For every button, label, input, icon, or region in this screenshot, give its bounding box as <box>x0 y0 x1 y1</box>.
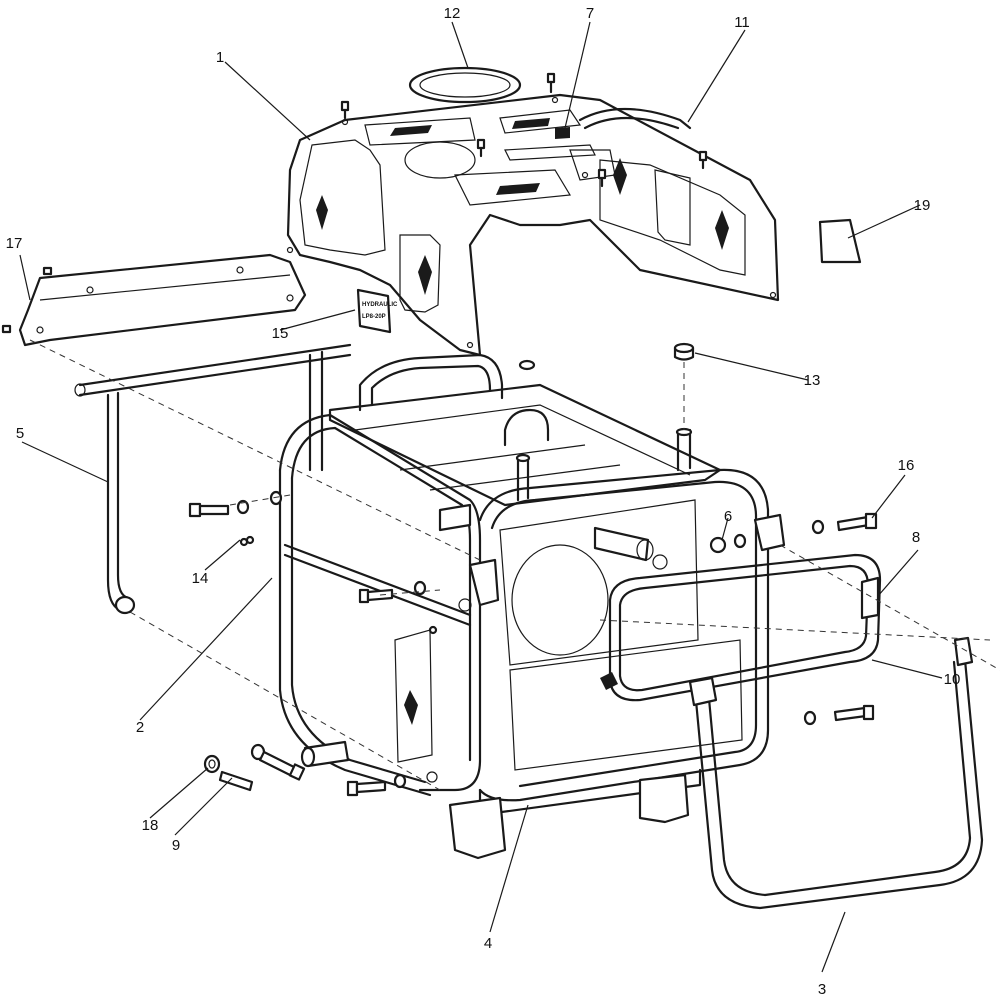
shroud-bolt <box>340 100 350 120</box>
filler-ring <box>408 66 522 104</box>
plug-cap <box>673 342 695 361</box>
callout-8: 8 <box>912 529 920 546</box>
callout-12: 12 <box>444 5 461 22</box>
callout-2: 2 <box>136 719 144 736</box>
callout-1: 1 <box>216 49 224 66</box>
callout-6: 6 <box>724 508 732 525</box>
blank-decal <box>818 218 862 264</box>
callout-17: 17 <box>6 235 23 252</box>
decal-line1: HYDRAULIC <box>362 302 398 308</box>
shroud-bolt <box>546 72 556 94</box>
rear-handle <box>74 343 352 615</box>
shroud-bolt <box>698 150 708 170</box>
decal-line2: LP8-20P <box>362 314 386 320</box>
front-handle <box>688 636 984 910</box>
fastener-bolt-front-low <box>803 704 875 726</box>
main-frame <box>278 353 786 860</box>
fastener-washer-18 <box>203 754 221 774</box>
callout-3: 3 <box>818 981 826 998</box>
callout-11: 11 <box>734 14 750 31</box>
callout-7: 7 <box>586 5 594 22</box>
tag-plate <box>860 576 880 620</box>
callout-16: 16 <box>898 457 915 474</box>
fastener-bolt-left <box>188 490 283 518</box>
fastener-pin-14 <box>239 535 255 547</box>
callout-labels: 1 2 3 4 5 6 7 8 9 10 11 12 13 14 15 16 1… <box>6 5 961 998</box>
callout-9: 9 <box>172 837 180 854</box>
callout-4: 4 <box>484 935 492 952</box>
callout-15: 15 <box>272 325 289 342</box>
shroud-bolt <box>476 138 486 158</box>
callout-5: 5 <box>16 425 24 442</box>
callout-10: 10 <box>944 671 961 688</box>
callout-13: 13 <box>804 372 821 389</box>
model-decal: HYDRAULIC LP8-20P <box>356 288 398 334</box>
callout-19: 19 <box>914 197 931 214</box>
callout-14: 14 <box>192 570 209 587</box>
callout-18: 18 <box>142 817 159 834</box>
curved-strap <box>578 107 692 130</box>
top-shroud <box>286 72 780 357</box>
assembly-guidelines <box>29 339 1000 791</box>
shroud-bolt <box>597 168 607 188</box>
rear-plate <box>1 253 307 347</box>
fastener-bolt-bottom <box>346 773 407 797</box>
fastener-bolt-16 <box>811 512 878 535</box>
fastener-bolt-9 <box>218 743 306 792</box>
leader-lines <box>19 21 943 973</box>
front-guard-loop <box>608 553 882 702</box>
fastener-nut-6 <box>709 533 747 554</box>
